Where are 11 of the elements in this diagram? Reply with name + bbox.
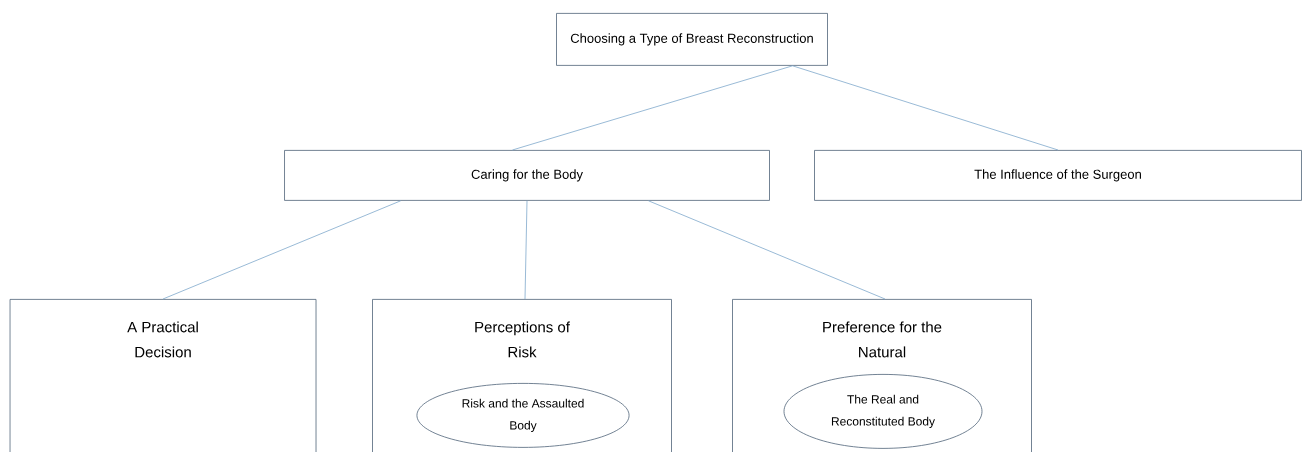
box: A Practical Decision [9, 299, 317, 452]
connector-line [792, 65, 1059, 151]
oval: Risk and the Assaulted Body [416, 383, 630, 448]
box: The Influence of the Surgeon [814, 150, 1302, 201]
box: Choosing a Type of Breast Reconstruction [556, 13, 828, 66]
connector-line [162, 200, 402, 300]
oval: The Real and Reconstituted Body [783, 374, 983, 449]
connector-line [524, 200, 528, 300]
box: Caring for the Body [284, 150, 770, 201]
connector-line [648, 200, 886, 300]
connector-line [512, 65, 793, 151]
